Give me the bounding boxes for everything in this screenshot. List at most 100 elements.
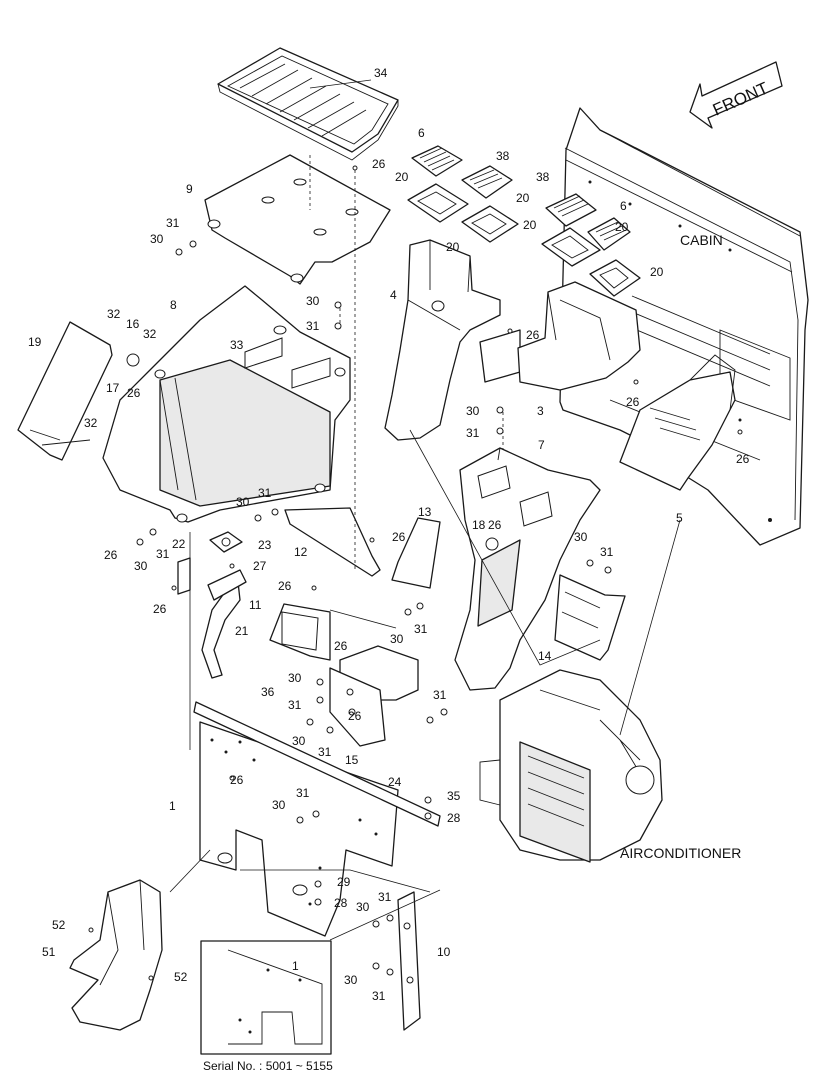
callout: 19 — [28, 335, 42, 349]
callout: 31 — [156, 547, 170, 561]
callout: 34 — [374, 66, 388, 80]
callout: 12 — [294, 545, 308, 559]
callout: 36 — [261, 685, 275, 699]
callout: 31 — [378, 890, 392, 904]
callout: 31 — [600, 545, 614, 559]
callout: 26 — [526, 328, 540, 342]
callout: 31 — [288, 698, 302, 712]
callout: 30 — [344, 973, 358, 987]
callout: 3 — [537, 404, 544, 418]
drain-pipe-21 — [201, 569, 247, 679]
callout: 31 — [166, 216, 180, 230]
callout: 30 — [134, 559, 148, 573]
callout: 26 — [348, 709, 362, 723]
callout: 26 — [626, 395, 640, 409]
callout: 13 — [418, 505, 432, 519]
bracket-10 — [397, 891, 421, 1031]
callout: 31 — [466, 426, 480, 440]
callout: 28 — [447, 811, 461, 825]
callout: 31 — [296, 786, 310, 800]
callout: 4 — [390, 288, 397, 302]
callout: 32 — [143, 327, 157, 341]
callout: 30 — [356, 900, 370, 914]
callout: 26 — [127, 386, 141, 400]
callout: 31 — [306, 319, 320, 333]
callout: 30 — [466, 404, 480, 418]
callout: 31 — [414, 622, 428, 636]
duct-4 — [384, 239, 521, 441]
callout: 26 — [334, 639, 348, 653]
callout: 14 — [538, 649, 552, 663]
callout: 23 — [258, 538, 272, 552]
airconditioner-label: AIRCONDITIONER — [620, 845, 741, 861]
bracket-14 — [554, 574, 626, 661]
duct-5 — [619, 354, 736, 491]
callout: 26 — [230, 773, 244, 787]
callout: 16 — [126, 317, 140, 331]
callout: 30 — [390, 632, 404, 646]
serial-range-label: Serial No. : 5001 ~ 5155 — [203, 1059, 333, 1073]
callout: 20 — [523, 218, 537, 232]
callout: 31 — [433, 688, 447, 702]
callout: 7 — [538, 438, 545, 452]
callout: 10 — [437, 945, 451, 959]
callout: 9 — [186, 182, 193, 196]
bracket-12 — [284, 507, 381, 577]
callout: 26 — [488, 518, 502, 532]
cover-plate-9 — [204, 154, 391, 285]
duct-11 — [269, 603, 331, 661]
callout: 21 — [235, 624, 249, 638]
callout: 20 — [395, 170, 409, 184]
duct-7 — [454, 447, 601, 691]
cabin-wall — [559, 107, 809, 546]
callout: 30 — [306, 294, 320, 308]
callout: 18 — [472, 518, 486, 532]
inset-detail-frame — [200, 940, 332, 1055]
callout: 32 — [107, 307, 121, 321]
callout: 26 — [278, 579, 292, 593]
callout: 30 — [292, 734, 306, 748]
callout-numbers: 34 26 9 31 30 6 38 20 20 20 38 6 20 20 2… — [28, 66, 750, 1003]
callout: 20 — [650, 265, 664, 279]
cover-13 — [391, 517, 441, 589]
callout: 28 — [334, 896, 348, 910]
duct-51 — [69, 879, 163, 1031]
callout: 30 — [150, 232, 164, 246]
callout: 30 — [236, 495, 250, 509]
fasteners — [88, 165, 743, 981]
bracket-15 — [329, 667, 386, 747]
callout: 38 — [496, 149, 510, 163]
callout: 8 — [170, 298, 177, 312]
front-arrow: FRONT — [689, 61, 783, 129]
callout: 38 — [536, 170, 550, 184]
bracket-22 — [177, 557, 191, 595]
callout: 26 — [104, 548, 118, 562]
callout: 24 — [388, 775, 402, 789]
callout: 22 — [172, 537, 186, 551]
callout: 31 — [258, 486, 272, 500]
callout: 31 — [372, 989, 386, 1003]
callout: 30 — [272, 798, 286, 812]
callout: 33 — [230, 338, 244, 352]
callout: 26 — [392, 530, 406, 544]
callout: 31 — [318, 745, 332, 759]
strip-24 — [193, 701, 441, 827]
callout: 26 — [372, 157, 386, 171]
callout: 35 — [447, 789, 461, 803]
floor-mat-34 — [217, 47, 399, 161]
callout: 51 — [42, 945, 56, 959]
callout: 26 — [153, 602, 167, 616]
callout: 26 — [736, 452, 750, 466]
callout: 20 — [615, 220, 629, 234]
callout: 5 — [676, 511, 683, 525]
callout: 20 — [516, 191, 530, 205]
side-cover-19 — [17, 321, 113, 461]
gasket-23 — [209, 531, 243, 553]
callout: 20 — [446, 240, 460, 254]
callout: 17 — [106, 381, 120, 395]
callout: 6 — [418, 126, 425, 140]
airconditioner-unit — [479, 669, 663, 863]
callout: 6 — [620, 199, 627, 213]
callout: 32 — [84, 416, 98, 430]
